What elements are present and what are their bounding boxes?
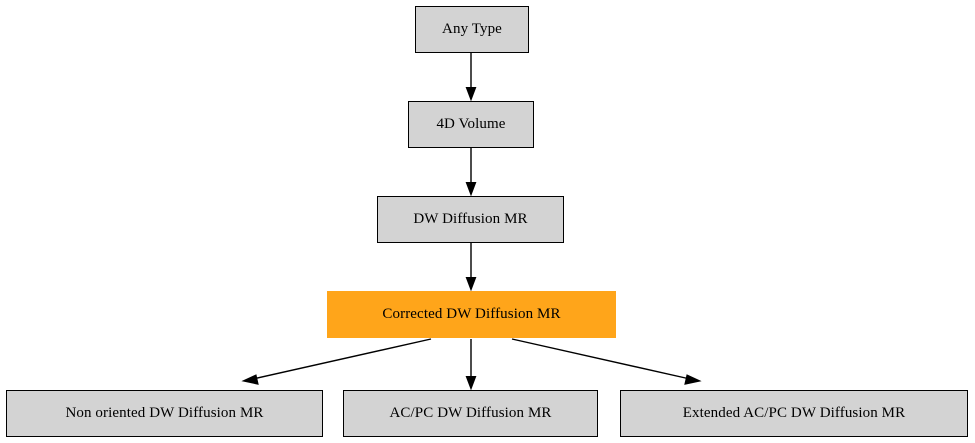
node-4d-volume[interactable]: 4D Volume <box>408 101 534 148</box>
node-label-extended-acpc-dw-diffusion-mr: Extended AC/PC DW Diffusion MR <box>682 405 906 421</box>
node-label-corrected-dw-diffusion-mr: Corrected DW Diffusion MR <box>382 306 561 322</box>
node-label-non-oriented-dw-diffusion-mr: Non oriented DW Diffusion MR <box>65 405 264 421</box>
node-label-4d-volume: 4D Volume <box>436 116 506 132</box>
node-non-oriented-dw-diffusion-mr[interactable]: Non oriented DW Diffusion MR <box>6 390 323 437</box>
edge-dw-diffusion-mr-to-corrected <box>465 243 477 292</box>
node-extended-acpc-dw-diffusion-mr[interactable]: Extended AC/PC DW Diffusion MR <box>620 390 968 437</box>
node-any-type[interactable]: Any Type <box>415 6 529 53</box>
node-dw-diffusion-mr[interactable]: DW Diffusion MR <box>377 196 564 243</box>
edge-corrected-to-extended-acpc <box>511 338 702 385</box>
node-label-acpc-dw-diffusion-mr: AC/PC DW Diffusion MR <box>389 405 552 421</box>
edge-4d-volume-to-dw-diffusion-mr <box>465 148 477 197</box>
node-acpc-dw-diffusion-mr[interactable]: AC/PC DW Diffusion MR <box>343 390 598 437</box>
edge-corrected-to-acpc <box>465 339 477 391</box>
node-label-any-type: Any Type <box>442 21 502 37</box>
node-label-dw-diffusion-mr: DW Diffusion MR <box>413 211 528 227</box>
edge-corrected-to-non-oriented <box>241 338 432 385</box>
node-corrected-dw-diffusion-mr[interactable]: Corrected DW Diffusion MR <box>327 291 616 338</box>
edge-any-type-to-4d-volume <box>465 53 477 102</box>
